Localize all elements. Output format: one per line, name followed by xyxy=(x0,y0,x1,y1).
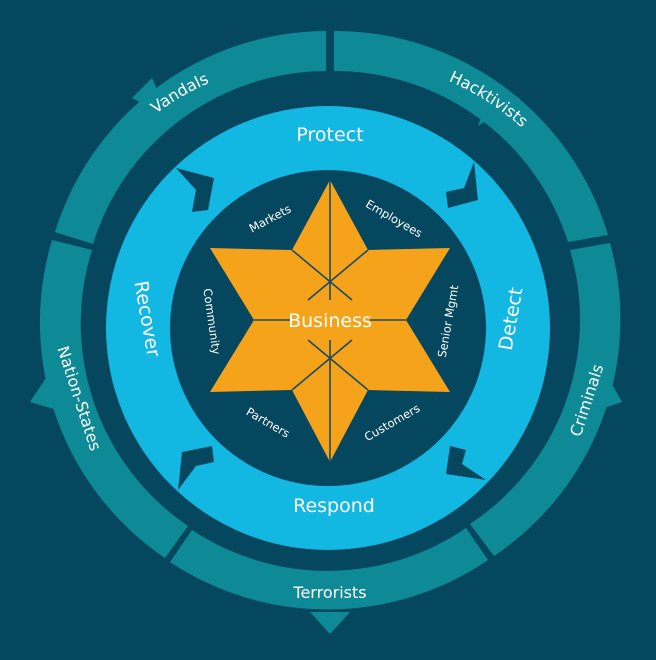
notch-top-left xyxy=(176,168,214,212)
threat-ring xyxy=(30,30,622,634)
threat-segment-criminals-arrow xyxy=(592,370,622,412)
center-label-business: Business xyxy=(288,310,372,332)
star-facet-lines xyxy=(254,180,406,462)
notch-bottom-right xyxy=(446,446,486,480)
threat-segment-terrorists-arrow xyxy=(310,612,350,634)
threat-segment-criminals xyxy=(470,243,621,556)
threat-segment-hacktivists-arrow xyxy=(478,92,520,126)
threat-segment-vandals xyxy=(55,31,326,244)
threat-segment-vandals-arrow xyxy=(132,78,170,118)
threat-segment-hacktivists xyxy=(334,30,608,242)
threat-label-terrorists: Terrorists xyxy=(292,583,366,602)
process-label-respond: Respond xyxy=(293,495,375,517)
business-star xyxy=(210,180,450,462)
notch-bottom-left xyxy=(178,446,214,490)
star-shape xyxy=(210,180,450,462)
threat-segment-nation-states-arrow xyxy=(30,372,64,412)
threat-segment-nation-states xyxy=(39,240,189,558)
notch-top-right xyxy=(446,162,478,208)
threat-segment-terrorists xyxy=(170,528,488,610)
process-label-protect: Protect xyxy=(296,124,363,146)
